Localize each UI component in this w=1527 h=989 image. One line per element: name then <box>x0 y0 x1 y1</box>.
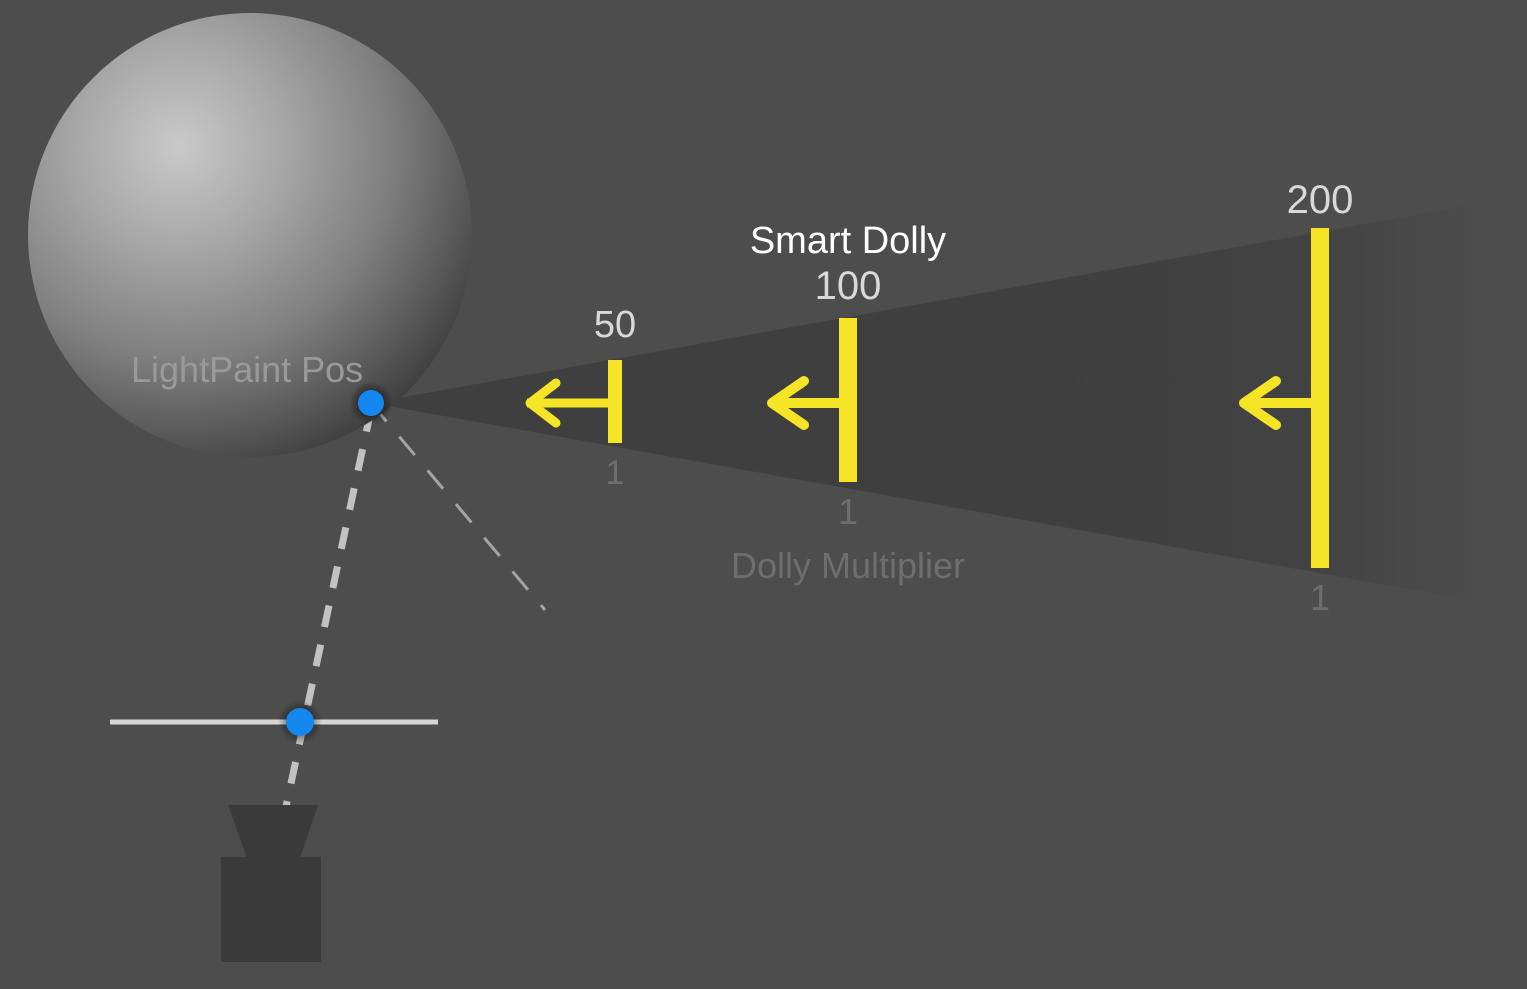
camera-body-shape <box>221 857 321 962</box>
camera-icon[interactable] <box>221 805 321 962</box>
light-origin-handle[interactable] <box>358 390 384 416</box>
marker-group-100[interactable] <box>767 318 857 482</box>
camera-lens-shape <box>228 805 318 861</box>
light-cone <box>371 205 1470 600</box>
marker-group-50[interactable] <box>525 360 622 443</box>
marker-arrow-head-200 <box>1239 376 1281 430</box>
slider-handle[interactable] <box>286 708 314 736</box>
marker-bar-50[interactable] <box>608 360 622 443</box>
marker-arrow-head-50 <box>525 378 561 428</box>
camera-ray-dashed <box>268 409 375 873</box>
marker-bar-100[interactable] <box>839 318 857 482</box>
guide-ray-dashed <box>369 402 547 611</box>
marker-arrow-head-100 <box>767 376 809 430</box>
marker-bar-200[interactable] <box>1311 228 1329 568</box>
marker-group-200[interactable] <box>1239 228 1329 568</box>
light-sphere <box>28 13 472 457</box>
